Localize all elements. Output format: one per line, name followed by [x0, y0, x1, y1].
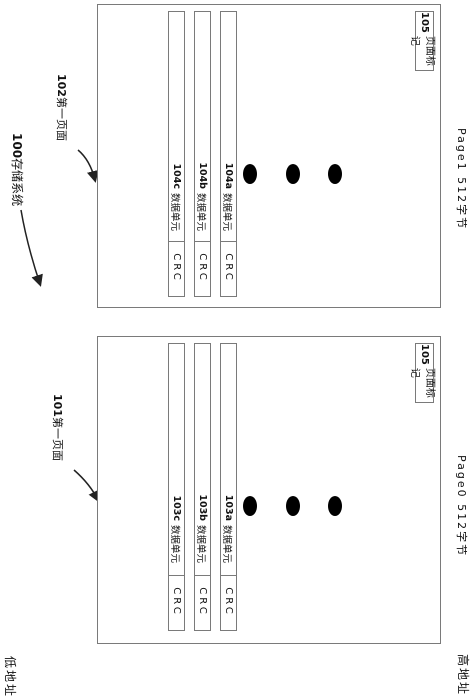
ellipsis-dot: [328, 164, 342, 184]
low-address-label: 低地址: [3, 656, 17, 699]
page0-arrow: [73, 469, 100, 503]
ellipsis-dot: [243, 496, 257, 516]
crc-cell: CRC: [223, 587, 234, 617]
ellipsis-dot: [243, 164, 257, 184]
page0-caption: Page0 512字节: [455, 455, 468, 558]
crc-cell: CRC: [171, 587, 182, 617]
page1-arrow: [77, 149, 99, 183]
system-label: 100存储系统: [10, 133, 24, 207]
crc-cell: CRC: [197, 253, 208, 283]
page1-caption: Page1 512字节: [455, 128, 468, 231]
crc-cell: CRC: [197, 587, 208, 617]
system-arrow: [20, 209, 43, 287]
ellipsis-dot: [328, 496, 342, 516]
page0-title: 101第一页面: [51, 394, 64, 461]
crc-cell: CRC: [223, 253, 234, 283]
page1-title: 102第一页面: [55, 74, 68, 141]
ellipsis-dot: [286, 496, 300, 516]
high-address-label: 高地址: [456, 654, 470, 697]
crc-cell: CRC: [171, 253, 182, 283]
ellipsis-dot: [286, 164, 300, 184]
